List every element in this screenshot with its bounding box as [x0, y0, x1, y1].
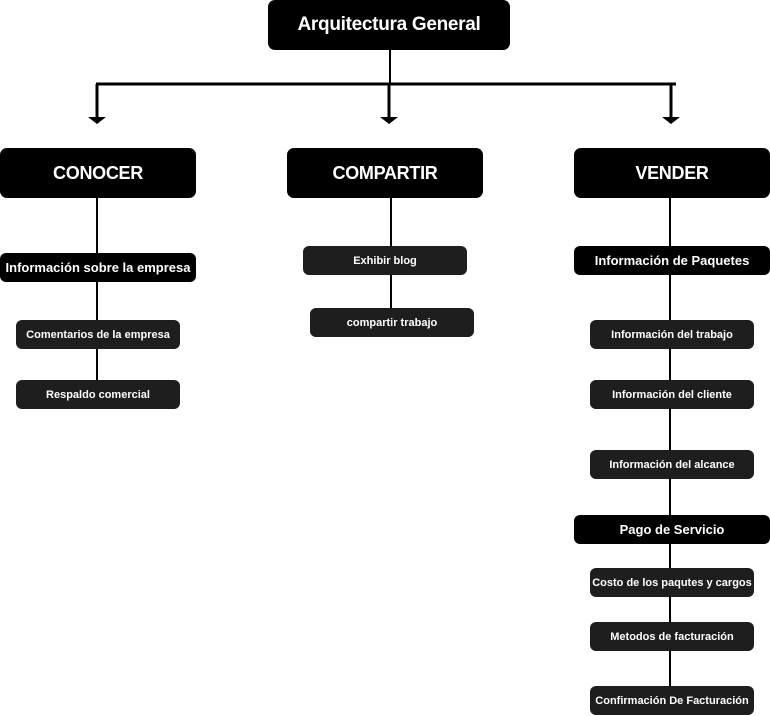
arrow-vender	[662, 84, 680, 124]
vender-section-node: Información de Paquetes	[574, 246, 770, 275]
conocer-node: CONOCER	[0, 148, 196, 198]
arrow-conocer	[88, 84, 106, 124]
root-node: Arquitectura General	[268, 0, 510, 50]
conocer-item-node: Respaldo comercial	[16, 380, 180, 409]
vender-section-node: Pago de Servicio	[574, 515, 770, 544]
conocer-section-node: Información sobre la empresa	[0, 253, 196, 282]
vender-item-node: Información del alcance	[590, 450, 754, 479]
arrow-compartir	[380, 84, 398, 124]
vender-item-node: Confirmación De Facturación	[590, 686, 754, 715]
root-label: Arquitectura General	[297, 14, 481, 35]
vender-label: VENDER	[635, 162, 709, 183]
compartir-item-node: compartir trabajo	[310, 308, 474, 337]
compartir-label: COMPARTIR	[332, 162, 438, 183]
conocer-label: CONOCER	[53, 162, 143, 183]
vender-item-node: Información del cliente	[590, 380, 754, 409]
compartir-node: COMPARTIR	[287, 148, 483, 198]
vender-item-node: Metodos de facturación	[590, 622, 754, 651]
vender-item-node: Información del trabajo	[590, 320, 754, 349]
vender-item-node: Costo de los paqutes y cargos	[590, 568, 754, 597]
conocer-item-node: Comentarios de la empresa	[16, 320, 180, 349]
compartir-item-node: Exhibir blog	[303, 246, 467, 275]
vender-node: VENDER	[574, 148, 770, 198]
